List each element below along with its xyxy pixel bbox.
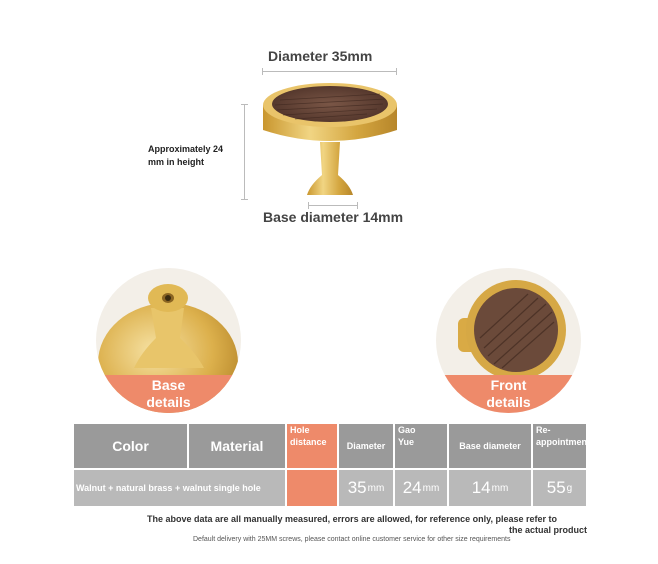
cell-height-unit: mm <box>422 482 440 494</box>
cell-base-unit: mm <box>491 482 509 494</box>
header-reappointment-line2: appointment <box>536 437 586 447</box>
header-hole-line2: distance <box>290 437 327 447</box>
header-diameter: Diameter <box>339 424 395 468</box>
front-detail-illustration <box>458 280 566 380</box>
base-diameter-label: Base diameter 14mm <box>263 209 404 225</box>
height-label-line2: mm in height <box>148 157 204 167</box>
base-details-line1: Base <box>151 377 186 393</box>
height-label-line1: Approximately 24 <box>148 144 224 154</box>
base-dimension-line <box>308 202 358 209</box>
diameter-dimension-line <box>262 68 397 75</box>
base-details-label: Base details <box>96 377 241 411</box>
base-details-image: Base details <box>96 268 241 413</box>
base-details-line2: details <box>146 394 191 410</box>
header-gao-yue: Gao Yue <box>395 424 449 468</box>
header-reappointment-line1: Re- <box>536 425 551 435</box>
spec-table-row: Walnut + natural brass + walnut single h… <box>74 470 586 506</box>
front-details-line1: Front <box>490 377 527 393</box>
header-base-diameter: Base diameter <box>449 424 533 468</box>
cell-weight-num: 55 <box>546 478 566 497</box>
knob-product-image <box>263 83 397 195</box>
diameter-label: Diameter 35mm <box>268 48 373 64</box>
cell-color-material: Walnut + natural brass + walnut single h… <box>74 470 287 506</box>
height-dimension-line <box>241 104 248 200</box>
measurement-note: The above data are all manually measured… <box>147 514 587 536</box>
front-details-line2: details <box>486 394 531 410</box>
measurement-note-line1: The above data are all manually measured… <box>147 514 558 524</box>
front-details-band <box>436 375 581 413</box>
header-reappointment: Re- appointment <box>533 424 586 468</box>
header-hole-distance: Hole distance <box>287 424 339 468</box>
spec-table: Color Material Hole distance Diameter Ga… <box>74 424 586 506</box>
header-gao-line2: Yue <box>398 437 415 447</box>
cell-weight-unit: g <box>566 482 573 494</box>
cell-hole-distance <box>287 470 339 506</box>
delivery-note: Default delivery with 25MM screws, pleas… <box>193 536 511 543</box>
height-label: Approximately 24 mm in height <box>148 143 243 169</box>
cell-diameter-unit: mm <box>367 482 385 494</box>
cell-base-num: 14 <box>471 478 491 497</box>
header-color: Color <box>74 424 189 468</box>
header-hole-line1: Hole <box>290 425 310 435</box>
header-gao-line1: Gao <box>398 425 416 435</box>
cell-diameter-num: 35 <box>347 478 367 497</box>
base-details-band <box>96 375 241 413</box>
front-details-label: Front details <box>436 377 581 411</box>
header-material: Material <box>189 424 287 468</box>
measurement-note-line1b: the actual product <box>508 525 587 535</box>
cell-height-num: 24 <box>402 478 422 497</box>
spec-table-header: Color Material Hole distance Diameter Ga… <box>74 424 586 468</box>
front-details-image: Front details <box>436 268 581 413</box>
